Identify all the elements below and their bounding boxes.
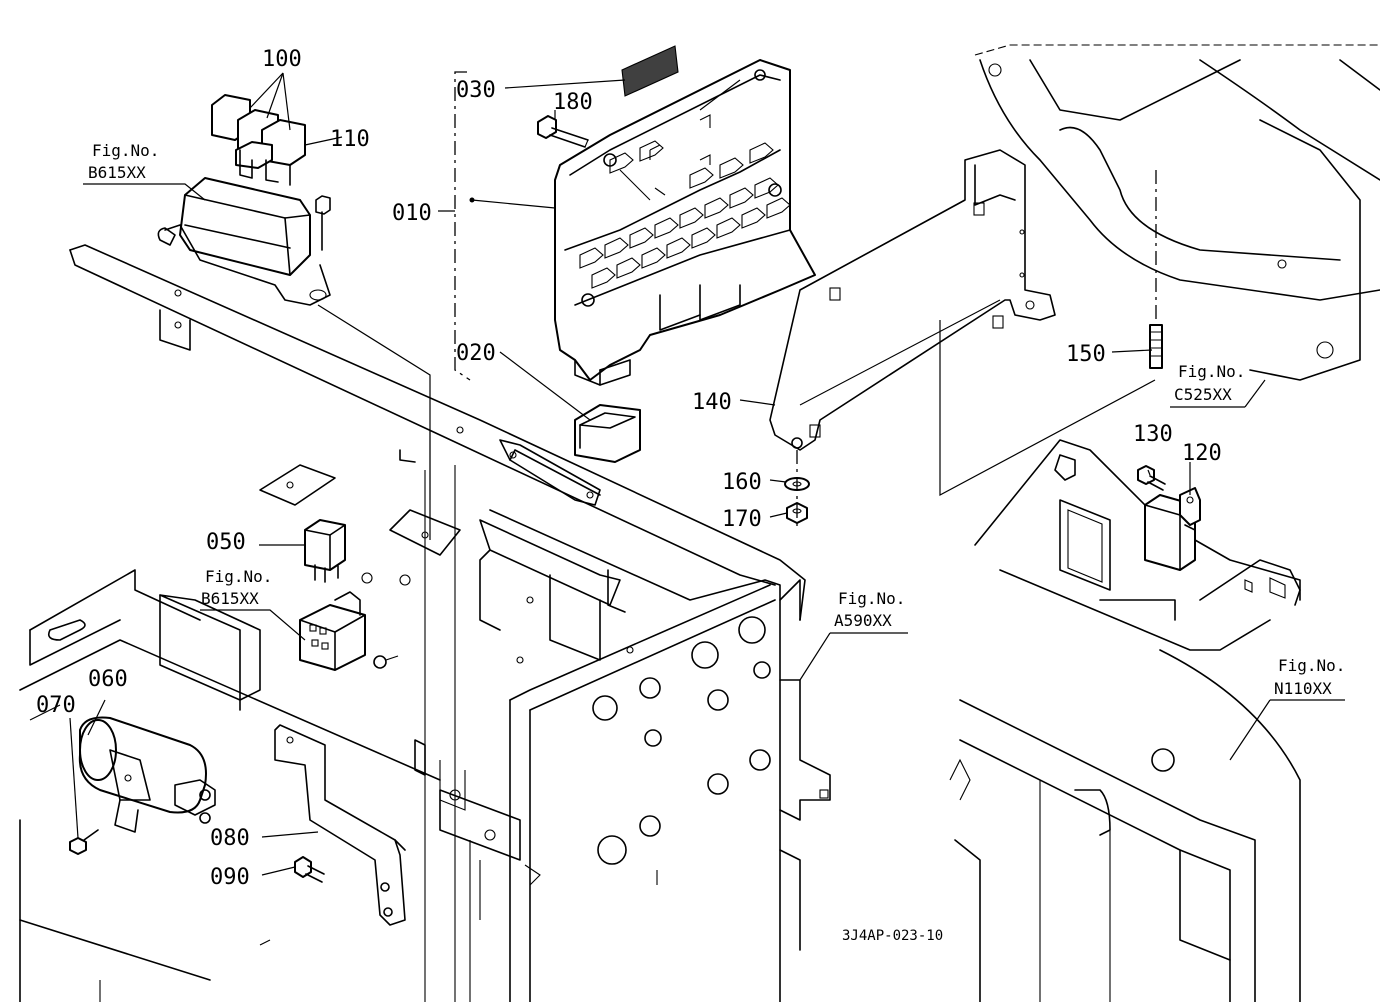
label-170: 170 bbox=[722, 507, 762, 532]
center-panel-plate bbox=[414, 509, 781, 1002]
side-bracket-a590 bbox=[779, 579, 831, 951]
label-020: 020 bbox=[456, 341, 496, 366]
part-090-bolt bbox=[294, 856, 325, 883]
fig-ref-a590-line2: A590XX bbox=[834, 611, 892, 630]
frame-lower-left bbox=[19, 569, 441, 1002]
part-180-bolt bbox=[537, 115, 589, 148]
label-130: 130 bbox=[1133, 422, 1173, 447]
fig-ref-c525-line2: C525XX bbox=[1174, 385, 1232, 404]
fig-ref-n110-line2: N110XX bbox=[1274, 679, 1332, 698]
part-070-screw bbox=[69, 829, 99, 855]
part-labels: 100 110 030 180 010 020 140 160 170 150 … bbox=[36, 47, 1222, 890]
part-030-label-strip bbox=[621, 45, 679, 97]
label-030: 030 bbox=[456, 78, 496, 103]
part-100-relays bbox=[211, 94, 306, 186]
label-050: 050 bbox=[206, 530, 246, 555]
part-050-relay bbox=[304, 519, 346, 583]
label-010: 010 bbox=[392, 201, 432, 226]
label-090: 090 bbox=[210, 865, 250, 890]
part-120-relay bbox=[1144, 487, 1201, 571]
main-frame-beam bbox=[69, 244, 806, 1002]
fuse-box-housing bbox=[157, 177, 331, 306]
label-150: 150 bbox=[1066, 342, 1106, 367]
label-080: 080 bbox=[210, 826, 250, 851]
label-100: 100 bbox=[262, 47, 302, 72]
fig-ref-c525-line1: Fig.No. bbox=[1178, 362, 1245, 381]
label-140: 140 bbox=[692, 390, 732, 415]
chassis-frame-right-lower bbox=[949, 439, 1301, 1002]
part-130-bolt bbox=[1137, 465, 1166, 491]
label-160: 160 bbox=[722, 470, 762, 495]
part-150-stud bbox=[1149, 170, 1163, 369]
fig-ref-a590-line1: Fig.No. bbox=[838, 589, 905, 608]
label-120: 120 bbox=[1182, 441, 1222, 466]
part-080-bracket bbox=[274, 724, 406, 926]
label-060: 060 bbox=[88, 667, 128, 692]
leader-lines bbox=[69, 72, 1345, 876]
part-010-controller-housing bbox=[554, 59, 816, 386]
figure-references: Fig.No. B615XX Fig.No. B615XX Fig.No. A5… bbox=[88, 141, 1345, 698]
label-180: 180 bbox=[553, 90, 593, 115]
group-bracket-010 bbox=[454, 71, 471, 381]
fig-ref-b615-top-line2: B615XX bbox=[88, 163, 146, 182]
part-060-solenoid bbox=[78, 716, 216, 833]
honeycomb-grid bbox=[579, 140, 791, 289]
part-020-connector-cover bbox=[574, 404, 641, 463]
fig-ref-b615-top-line1: Fig.No. bbox=[92, 141, 159, 160]
fig-ref-n110-line1: Fig.No. bbox=[1278, 656, 1345, 675]
fig-ref-b615-mid-line2: B615XX bbox=[201, 589, 259, 608]
fig-ref-b615-mid-line1: Fig.No. bbox=[205, 567, 272, 586]
relay-socket bbox=[299, 572, 411, 671]
relay-mount-bracket bbox=[1054, 454, 1301, 606]
chassis-frame-upper-right bbox=[974, 44, 1380, 381]
label-070: 070 bbox=[36, 693, 76, 718]
label-110: 110 bbox=[330, 127, 370, 152]
part-140-bracket bbox=[769, 149, 1056, 451]
drawing-code: 3J4AP-023-10 bbox=[842, 928, 943, 944]
